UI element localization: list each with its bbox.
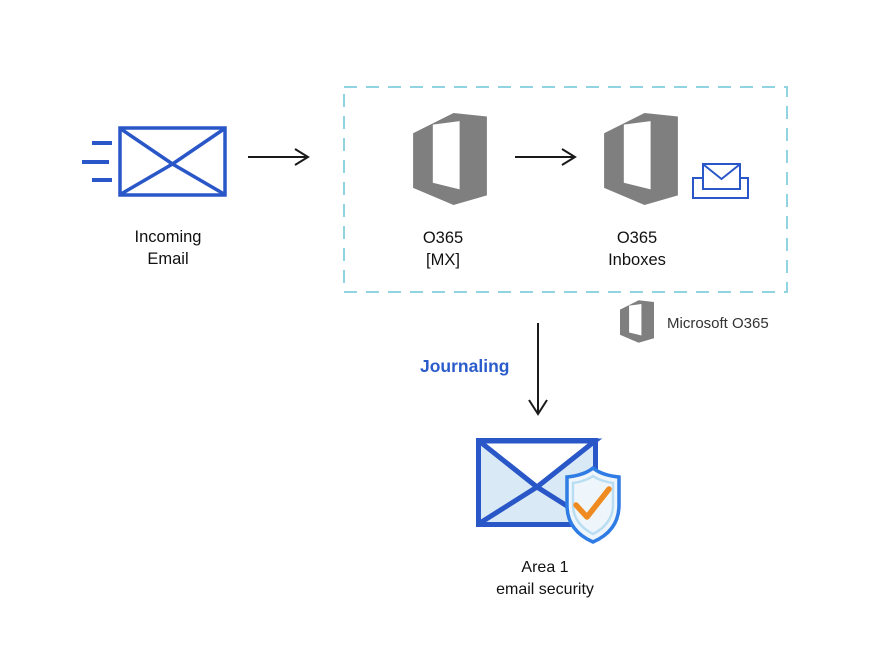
office-365-logo-icon [413,113,487,205]
envelope-shield-check-icon [476,438,621,544]
office-365-logo-icon [604,113,678,205]
arrow-down-icon [528,323,548,416]
area1-label: Area 1 email security [496,559,594,598]
arrow-right-icon [248,148,310,166]
o365-boundary-box [343,86,788,293]
o365-mx-label: O365 [MX] [422,229,464,269]
inbox-envelope-icon [692,163,749,199]
o365-inboxes-label: O365 Inboxes [608,229,666,269]
journaling-label: Journaling [420,356,510,376]
incoming-email-label: Incoming Email [134,228,202,268]
arrow-right-icon [515,148,577,166]
office-365-logo-icon [620,300,654,343]
legend-label: Microsoft O365 [667,315,769,332]
envelope-outline-icon [118,126,227,197]
shield-check-icon [565,465,621,544]
speed-lines-icon [82,141,112,182]
